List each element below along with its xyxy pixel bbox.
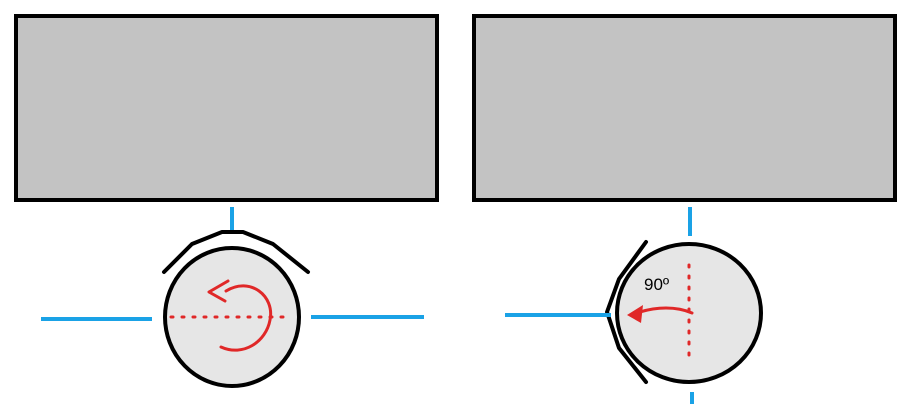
- right-figure: 90º: [472, 14, 897, 404]
- left-red-rotation-arrow: [219, 284, 273, 352]
- right-red-rotation-arrow: [638, 306, 694, 315]
- left-figure: [14, 14, 439, 388]
- angle-label-90-degrees: 90º: [644, 275, 669, 294]
- left-gray-panel: [14, 14, 439, 202]
- left-hood-arc: [162, 230, 310, 274]
- right-hood-arc: [605, 240, 648, 384]
- right-gray-panel: [472, 14, 897, 202]
- right-red-arrowhead: [627, 305, 643, 323]
- left-red-arrowhead: [207, 279, 230, 303]
- left-disc: [163, 246, 301, 388]
